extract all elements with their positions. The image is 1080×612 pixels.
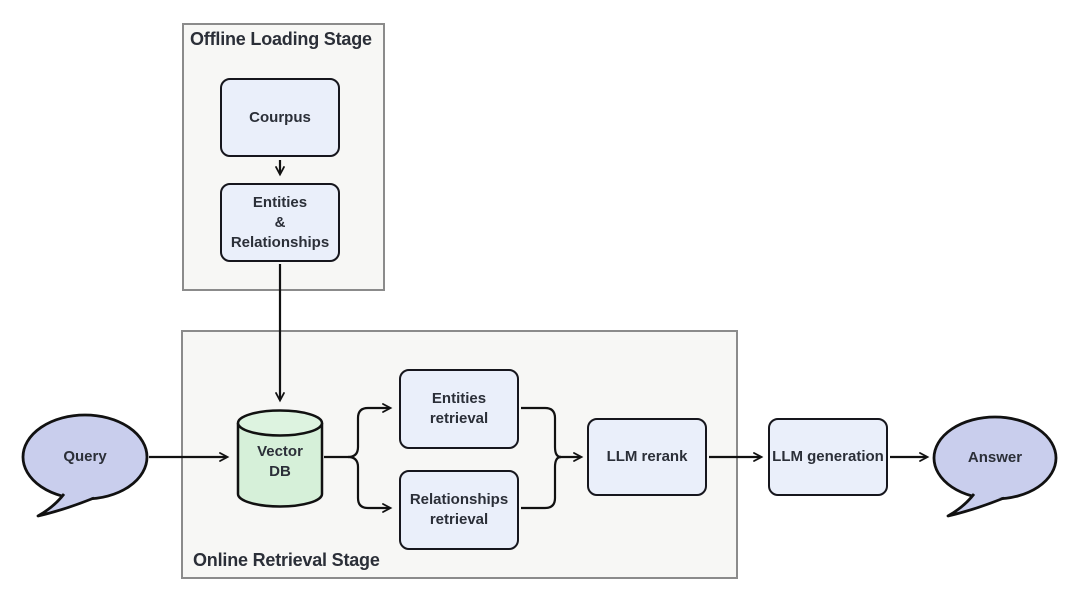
- node-relationships-retrieval: Relationships retrieval: [399, 470, 519, 550]
- node-entities-relationships: Entities & Relationships: [220, 183, 340, 262]
- vector-db-cylinder-body: [236, 423, 324, 508]
- node-entities-relationships-line1: Entities: [252, 193, 308, 211]
- answer-bubble: [932, 415, 1058, 518]
- answer-bubble-body: [932, 415, 1058, 501]
- node-entities-relationships-line2: &: [274, 213, 286, 231]
- node-entities-relationships-line3: Relationships: [230, 233, 330, 251]
- node-entities-retrieval-line2: retrieval: [429, 410, 489, 427]
- query-bubble: [21, 413, 149, 518]
- arrow-vector-db-to-entities-retrieval: [324, 403, 393, 459]
- node-llm-rerank-label: LLM rerank: [606, 448, 688, 465]
- node-llm-generation-label: LLM generation: [772, 448, 884, 465]
- node-relationships-retrieval-line2: retrieval: [429, 511, 489, 528]
- arrow-vector-db-to-relationships-retrieval: [347, 455, 393, 513]
- offline-stage-title: Offline Loading Stage: [190, 29, 372, 49]
- connector-relationships-retrieval-to-merge: [521, 455, 562, 510]
- connector-entities-retrieval-to-merge: [521, 406, 562, 459]
- answer-bubble-tail: [946, 493, 1005, 518]
- vector-db-cylinder: [236, 409, 324, 508]
- node-corpus-label: Courpus: [249, 108, 311, 126]
- node-corpus: Courpus: [220, 78, 340, 157]
- query-bubble-body: [21, 413, 149, 501]
- node-entities-retrieval-line1: Entities: [431, 390, 487, 407]
- online-stage-title: Online Retrieval Stage: [193, 550, 380, 570]
- node-relationships-retrieval-line1: Relationships: [409, 491, 509, 508]
- query-bubble-tail: [36, 493, 95, 518]
- node-llm-rerank: LLM rerank: [587, 418, 707, 496]
- node-llm-generation: LLM generation: [768, 418, 888, 496]
- vector-db-cylinder-top: [236, 409, 324, 437]
- node-entities-retrieval: Entities retrieval: [399, 369, 519, 449]
